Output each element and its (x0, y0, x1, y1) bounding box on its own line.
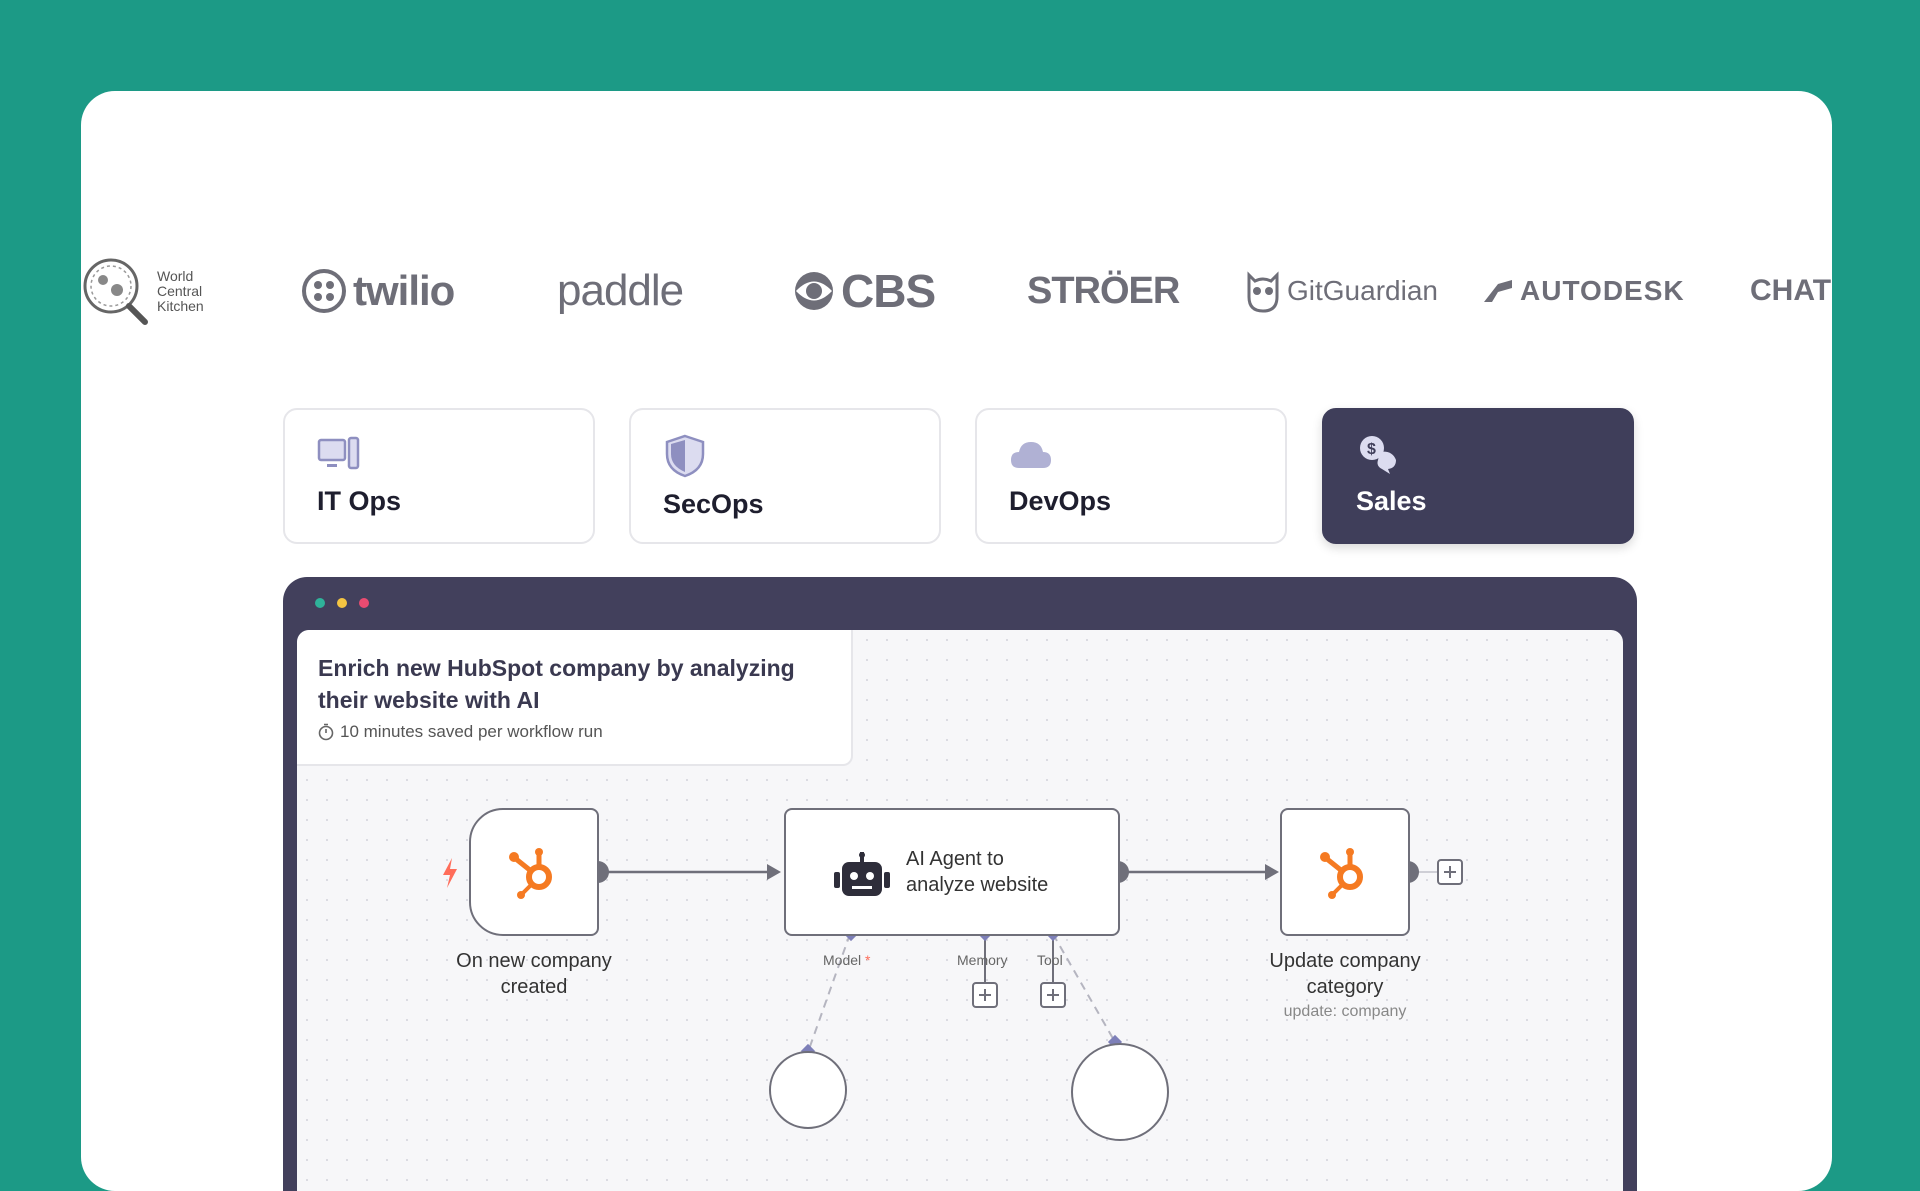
logo-wck-line1: World (157, 267, 194, 284)
add-next-node-button[interactable] (1437, 859, 1463, 885)
twilio-icon (302, 269, 346, 313)
node-hubspot-trigger[interactable] (469, 808, 599, 936)
logo-twilio: twilio (301, 241, 455, 341)
robot-icon (834, 852, 890, 896)
port-model-text: Model (823, 952, 862, 968)
agent-label: AI Agent to analyze website (906, 848, 1049, 896)
port-label-model: Model * (823, 952, 870, 968)
logo-paddle-text: paddle (557, 266, 684, 315)
logo-twilio-text: twilio (353, 267, 455, 314)
logo-autodesk: AUTODESK (1484, 241, 1685, 341)
workflow-meta: 10 minutes saved per workflow run (318, 722, 603, 742)
window-dot-yellow (337, 598, 347, 608)
workflow-canvas[interactable]: Enrich new HubSpot company by analyzing … (297, 630, 1623, 1191)
port-label-tool: Tool (1037, 952, 1063, 968)
logo-gitguardian: GitGuardian (1245, 241, 1438, 341)
tab-sales[interactable]: $ Sales (1322, 408, 1634, 544)
port-model-required: * (865, 952, 871, 968)
logo-stroer-text: STRÖER (1027, 269, 1180, 312)
logo-chat-text: CHAT (1750, 274, 1832, 307)
add-memory-button[interactable] (972, 982, 998, 1008)
tab-label: SecOps (663, 489, 764, 519)
logo-stroer: STRÖER (1027, 241, 1180, 341)
tab-label: DevOps (1009, 486, 1112, 516)
cbs-eye-icon (795, 272, 833, 310)
logo-cbs: CBS (793, 241, 936, 341)
logo-chat: CHAT (1750, 241, 1831, 341)
money-chat-icon: $ (1360, 436, 1396, 474)
customer-logos: World Central Kitchen twilio paddle CBS (81, 241, 1832, 341)
logo-wck-line3: Kitchen (157, 297, 204, 314)
logo-gitguardian-text: GitGuardian (1287, 275, 1438, 306)
update-label: Update company category (1269, 950, 1421, 998)
window-dot-red (359, 598, 369, 608)
workflow-time-saved: 10 minutes saved per workflow run (340, 722, 603, 741)
owl-icon (1247, 271, 1279, 313)
update-sub-label: update: company (1283, 1003, 1407, 1020)
tab-it-ops[interactable]: IT Ops (283, 408, 595, 544)
shield-icon (665, 434, 705, 478)
logo-cbs-text: CBS (841, 265, 936, 317)
tab-label: IT Ops (317, 486, 402, 516)
monitor-icon (317, 436, 360, 470)
workflow-title: Enrich new HubSpot company by analyzing … (318, 655, 795, 713)
window-controls (315, 598, 369, 608)
autodesk-icon (1484, 280, 1512, 302)
trigger-bolt-icon (443, 858, 457, 888)
trigger-label: On new company created (456, 950, 612, 998)
logo-wck-line2: Central (157, 282, 203, 299)
main-card: World Central Kitchen twilio paddle CBS (81, 91, 1832, 1191)
stopwatch-icon (318, 723, 334, 741)
port-label-memory: Memory (957, 952, 1008, 968)
add-tool-button[interactable] (1040, 982, 1066, 1008)
tab-devops[interactable]: DevOps (975, 408, 1287, 544)
workflow-window: Enrich new HubSpot company by analyzing … (283, 577, 1637, 1191)
tab-secops[interactable]: SecOps (629, 408, 941, 544)
svg-text:$: $ (1367, 441, 1376, 458)
hubspot-icon (509, 848, 552, 899)
logo-paddle: paddle (557, 241, 684, 341)
node-ai-agent[interactable]: AI Agent to analyze website (784, 808, 1120, 936)
cloud-icon (1011, 442, 1051, 468)
globe-magnifier-icon (83, 258, 148, 325)
tab-label: Sales (1356, 486, 1427, 516)
window-dot-green (315, 598, 325, 608)
logo-world-central-kitchen: World Central Kitchen (81, 241, 204, 341)
workflow-info: Enrich new HubSpot company by analyzing … (297, 630, 853, 766)
logo-autodesk-text: AUTODESK (1520, 275, 1685, 306)
hubspot-icon (1320, 848, 1363, 899)
node-hubspot-update[interactable] (1280, 808, 1410, 936)
